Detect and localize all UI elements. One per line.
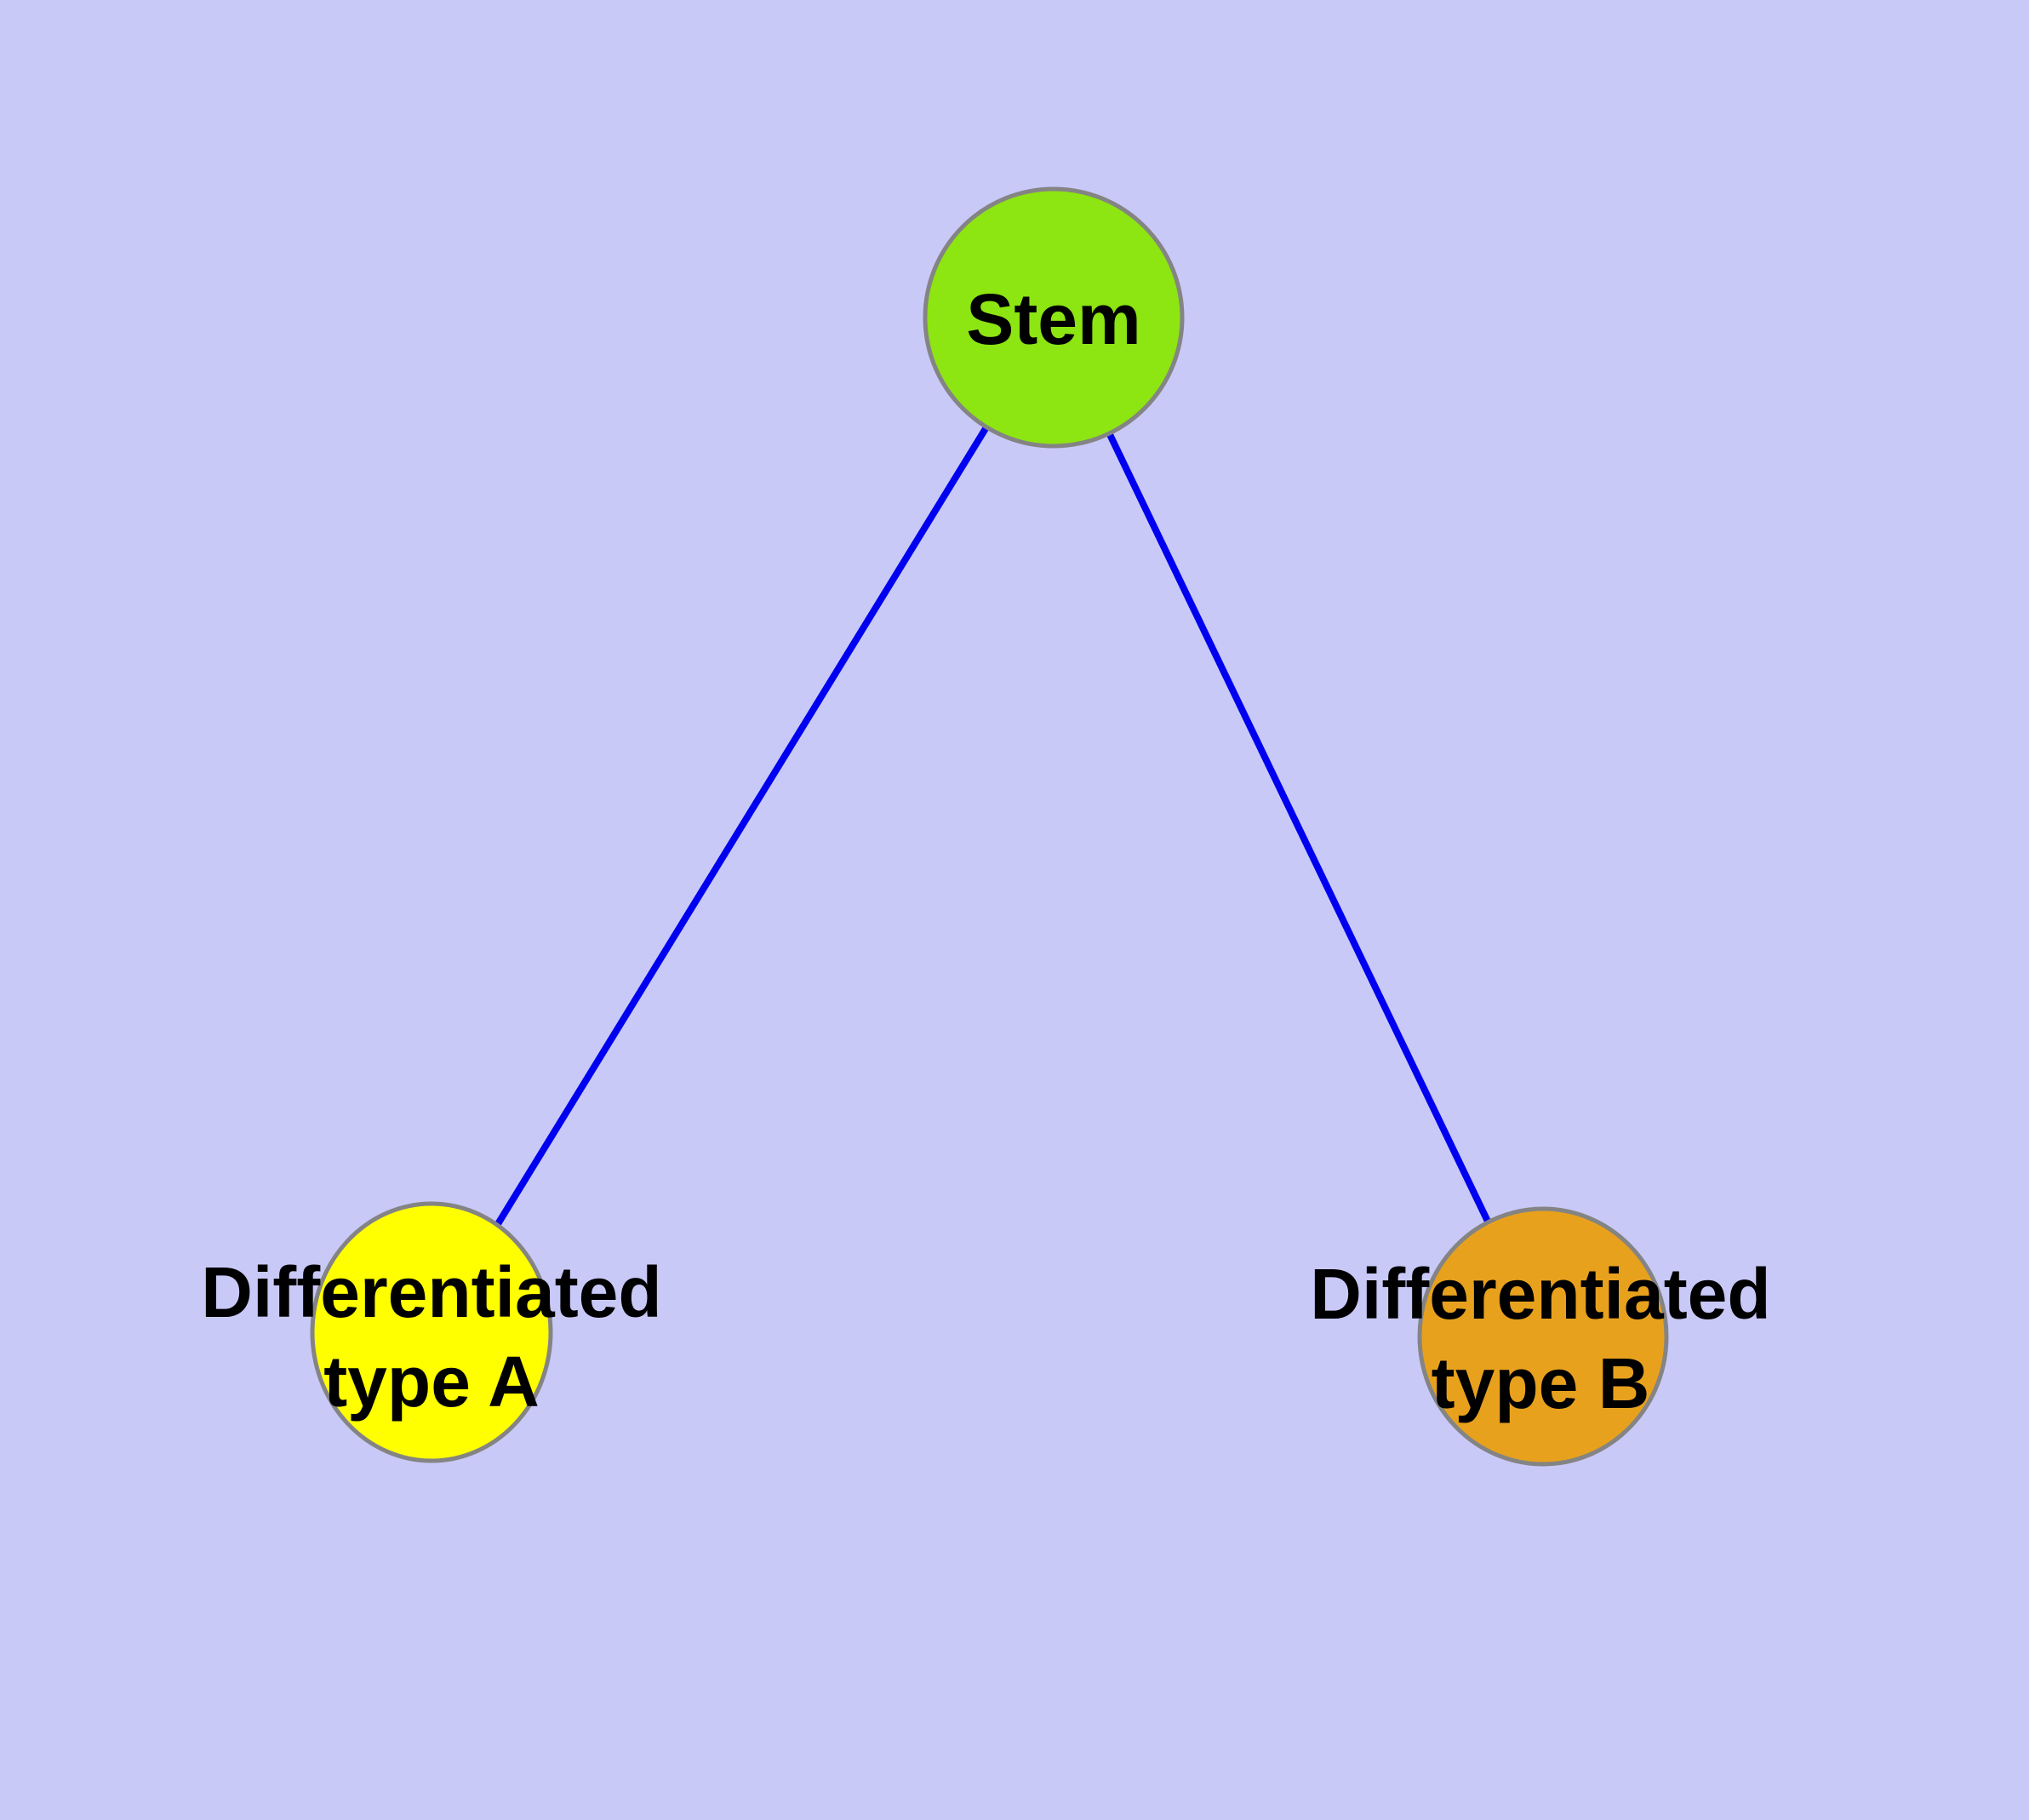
node-type-a-circle <box>310 1201 553 1463</box>
node-differentiated-type-b: Differentiated type B <box>1310 1206 1771 1467</box>
node-type-b-circle <box>1417 1206 1669 1467</box>
edge-stem-to-type-a <box>428 315 1057 1335</box>
node-differentiated-type-a: Differentiated type A <box>201 1201 662 1463</box>
node-type-b-label-line1: Differentiated <box>1310 1254 1770 1334</box>
node-type-a-label-line1: Differentiated <box>201 1252 661 1332</box>
edge-stem-to-type-b <box>1050 316 1546 1338</box>
node-type-b-label-line2: type B <box>1432 1343 1650 1423</box>
node-stem-circle <box>923 186 1185 449</box>
node-stem: Stem <box>923 186 1185 449</box>
node-stem-label: Stem <box>966 279 1140 359</box>
node-type-a-label-line2: type A <box>323 1342 540 1422</box>
edges <box>428 315 1546 1338</box>
